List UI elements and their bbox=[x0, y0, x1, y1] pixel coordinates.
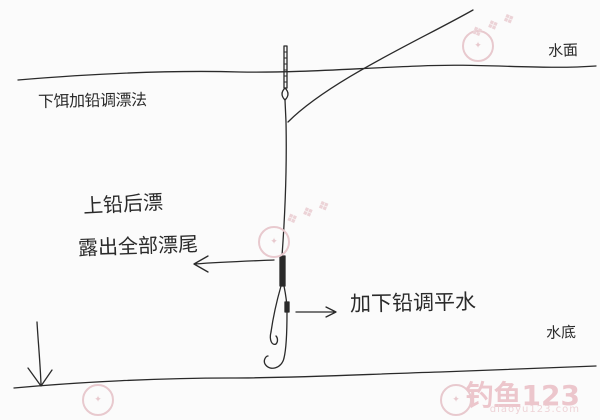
watermark-logo-icon: ✦ bbox=[440, 384, 472, 416]
water-surface-label: 水面 bbox=[547, 40, 579, 60]
watermark-logo-icon: ✦ bbox=[462, 30, 494, 62]
upper-lead-label-line1: 上铅后漂 bbox=[82, 189, 164, 218]
add-lower-lead-label: 加下铅调平水 bbox=[349, 289, 477, 316]
arrow-right bbox=[295, 306, 337, 318]
watermark-logo-icon: ✦ bbox=[82, 384, 114, 416]
down-arrow bbox=[27, 321, 53, 387]
lower-lead-sinker bbox=[284, 301, 290, 313]
hook-left bbox=[269, 331, 279, 346]
watermark-logo-icon: ✦ bbox=[258, 226, 290, 258]
method-title: 下饵加铅调漂法 bbox=[37, 90, 147, 111]
float-tail bbox=[283, 45, 288, 89]
watermark-url: diaoyu123.com bbox=[489, 404, 580, 415]
float-body bbox=[281, 87, 289, 101]
water-bottom-line bbox=[13, 365, 597, 389]
watermark-brand: 钓鱼123 bbox=[465, 379, 580, 412]
water-bottom-label: 水底 bbox=[545, 322, 577, 342]
arrow-left bbox=[193, 255, 275, 273]
hook-line-left bbox=[270, 285, 282, 333]
hook-bottom bbox=[263, 355, 285, 369]
water-surface-line bbox=[17, 64, 597, 81]
upper-lead-label-line2: 露出全部漂尾 bbox=[77, 231, 199, 260]
upper-lead-sinker bbox=[279, 255, 286, 287]
main-fishing-line bbox=[287, 9, 474, 123]
